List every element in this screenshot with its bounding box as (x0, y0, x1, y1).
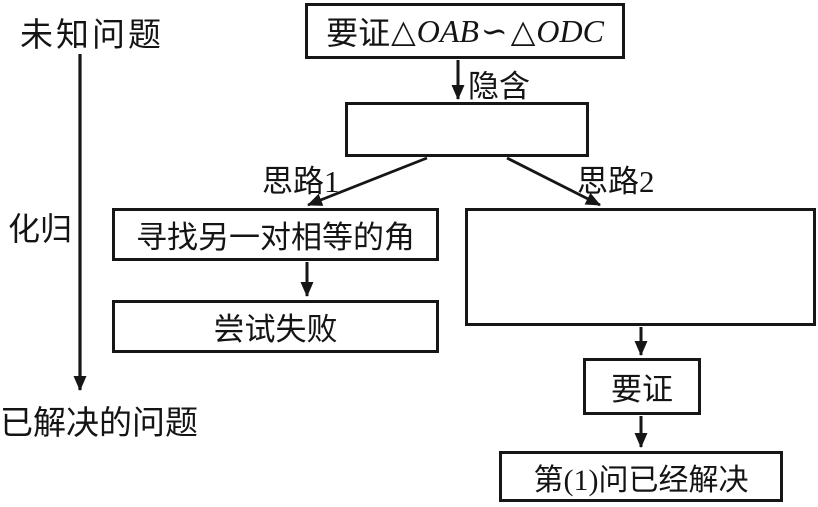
triangle-symbol: △ (510, 13, 536, 49)
find-angle-box: 寻找另一对相等的角 (112, 208, 439, 261)
solved-box: 第(1)问已经解决 (499, 451, 783, 502)
attempt-failed-text: 尝试失败 (213, 312, 338, 347)
transform-label: 化归 (8, 211, 73, 247)
approach2-edge-label: 思路2 (577, 164, 655, 199)
solved-text: 第(1)问已经解决 (533, 463, 749, 497)
solved-problem-label: 已解决的问题 (0, 406, 198, 442)
implied-edge-label: 隐含 (468, 69, 530, 104)
implication-box-empty (345, 102, 589, 157)
approach1-edge-label: 思路1 (262, 164, 340, 199)
triangle-odc-label: ODC (536, 12, 604, 49)
goal-prefix: 要证 (326, 15, 391, 51)
triangle-symbol: △ (391, 13, 416, 49)
to-prove-box: 要证 (583, 358, 701, 415)
triangle-oab-label: OAB (416, 12, 479, 49)
approach2-box-empty (465, 208, 816, 326)
similar-symbol: ∽ (480, 13, 508, 49)
goal-box: 要证△OAB∽△ODC (305, 3, 625, 59)
to-prove-text: 要证 (611, 372, 673, 407)
unknown-problem-label: 未知问题 (20, 18, 164, 54)
attempt-failed-box: 尝试失败 (112, 300, 439, 353)
find-angle-text: 寻找另一对相等的角 (136, 220, 415, 255)
